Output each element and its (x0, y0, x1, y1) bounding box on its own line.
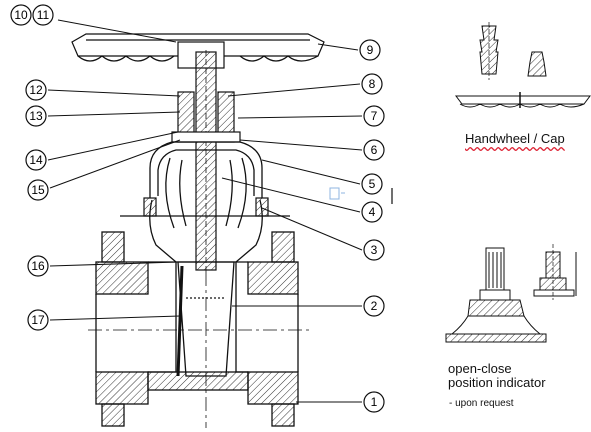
svg-text:3: 3 (371, 243, 378, 257)
callout-6: 6 (363, 139, 385, 161)
callout-11: 11 (32, 4, 54, 26)
callout-2: 2 (363, 295, 385, 317)
svg-text:6: 6 (371, 143, 378, 157)
callout-1: 1 (363, 391, 385, 413)
callout-7: 7 (363, 105, 385, 127)
callout-4: 4 (361, 201, 383, 223)
valve-body (88, 231, 310, 428)
handwheel-cap-label: Handwheel / Cap (465, 131, 565, 146)
position-indicator-title-line1: open-close (448, 361, 512, 376)
callout-10: 10 (10, 4, 32, 26)
callout-13: 13 (25, 105, 47, 127)
document-icon (329, 187, 393, 204)
cap-detail (479, 22, 547, 80)
callout-8: 8 (361, 73, 383, 95)
callout-3: 3 (363, 239, 385, 261)
svg-text:17: 17 (31, 313, 45, 327)
svg-text:10: 10 (14, 8, 28, 22)
callout-5: 5 (361, 173, 383, 195)
handwheel-detail (455, 92, 591, 108)
stem (195, 50, 217, 272)
svg-text:9: 9 (367, 43, 374, 57)
svg-text:14: 14 (29, 153, 43, 167)
callouts: 10 11 9 8 7 6 5 4 3 2 1 12 13 14 15 16 1… (10, 4, 385, 413)
svg-text:7: 7 (371, 109, 378, 123)
callout-12: 12 (25, 79, 47, 101)
svg-text:4: 4 (369, 205, 376, 219)
position-indicator-title-line2: position indicator (448, 375, 546, 390)
svg-text:5: 5 (369, 177, 376, 191)
svg-text:1: 1 (371, 395, 378, 409)
svg-text:16: 16 (31, 259, 45, 273)
svg-text:15: 15 (31, 183, 45, 197)
bonnet-bolts (120, 197, 290, 217)
callout-9: 9 (359, 39, 381, 61)
callout-14: 14 (25, 149, 47, 171)
position-indicator-title: open-close position indicator (448, 362, 546, 390)
position-indicator-note: - upon request (449, 398, 514, 409)
svg-text:13: 13 (29, 109, 43, 123)
svg-text:2: 2 (371, 299, 378, 313)
position-indicator-detail (445, 244, 577, 343)
leader-lines (47, 19, 363, 403)
svg-text:12: 12 (29, 83, 43, 97)
svg-text:8: 8 (369, 77, 376, 91)
callout-17: 17 (27, 309, 49, 331)
svg-text:11: 11 (37, 8, 50, 22)
callout-15: 15 (27, 179, 49, 201)
callout-16: 16 (27, 255, 49, 277)
